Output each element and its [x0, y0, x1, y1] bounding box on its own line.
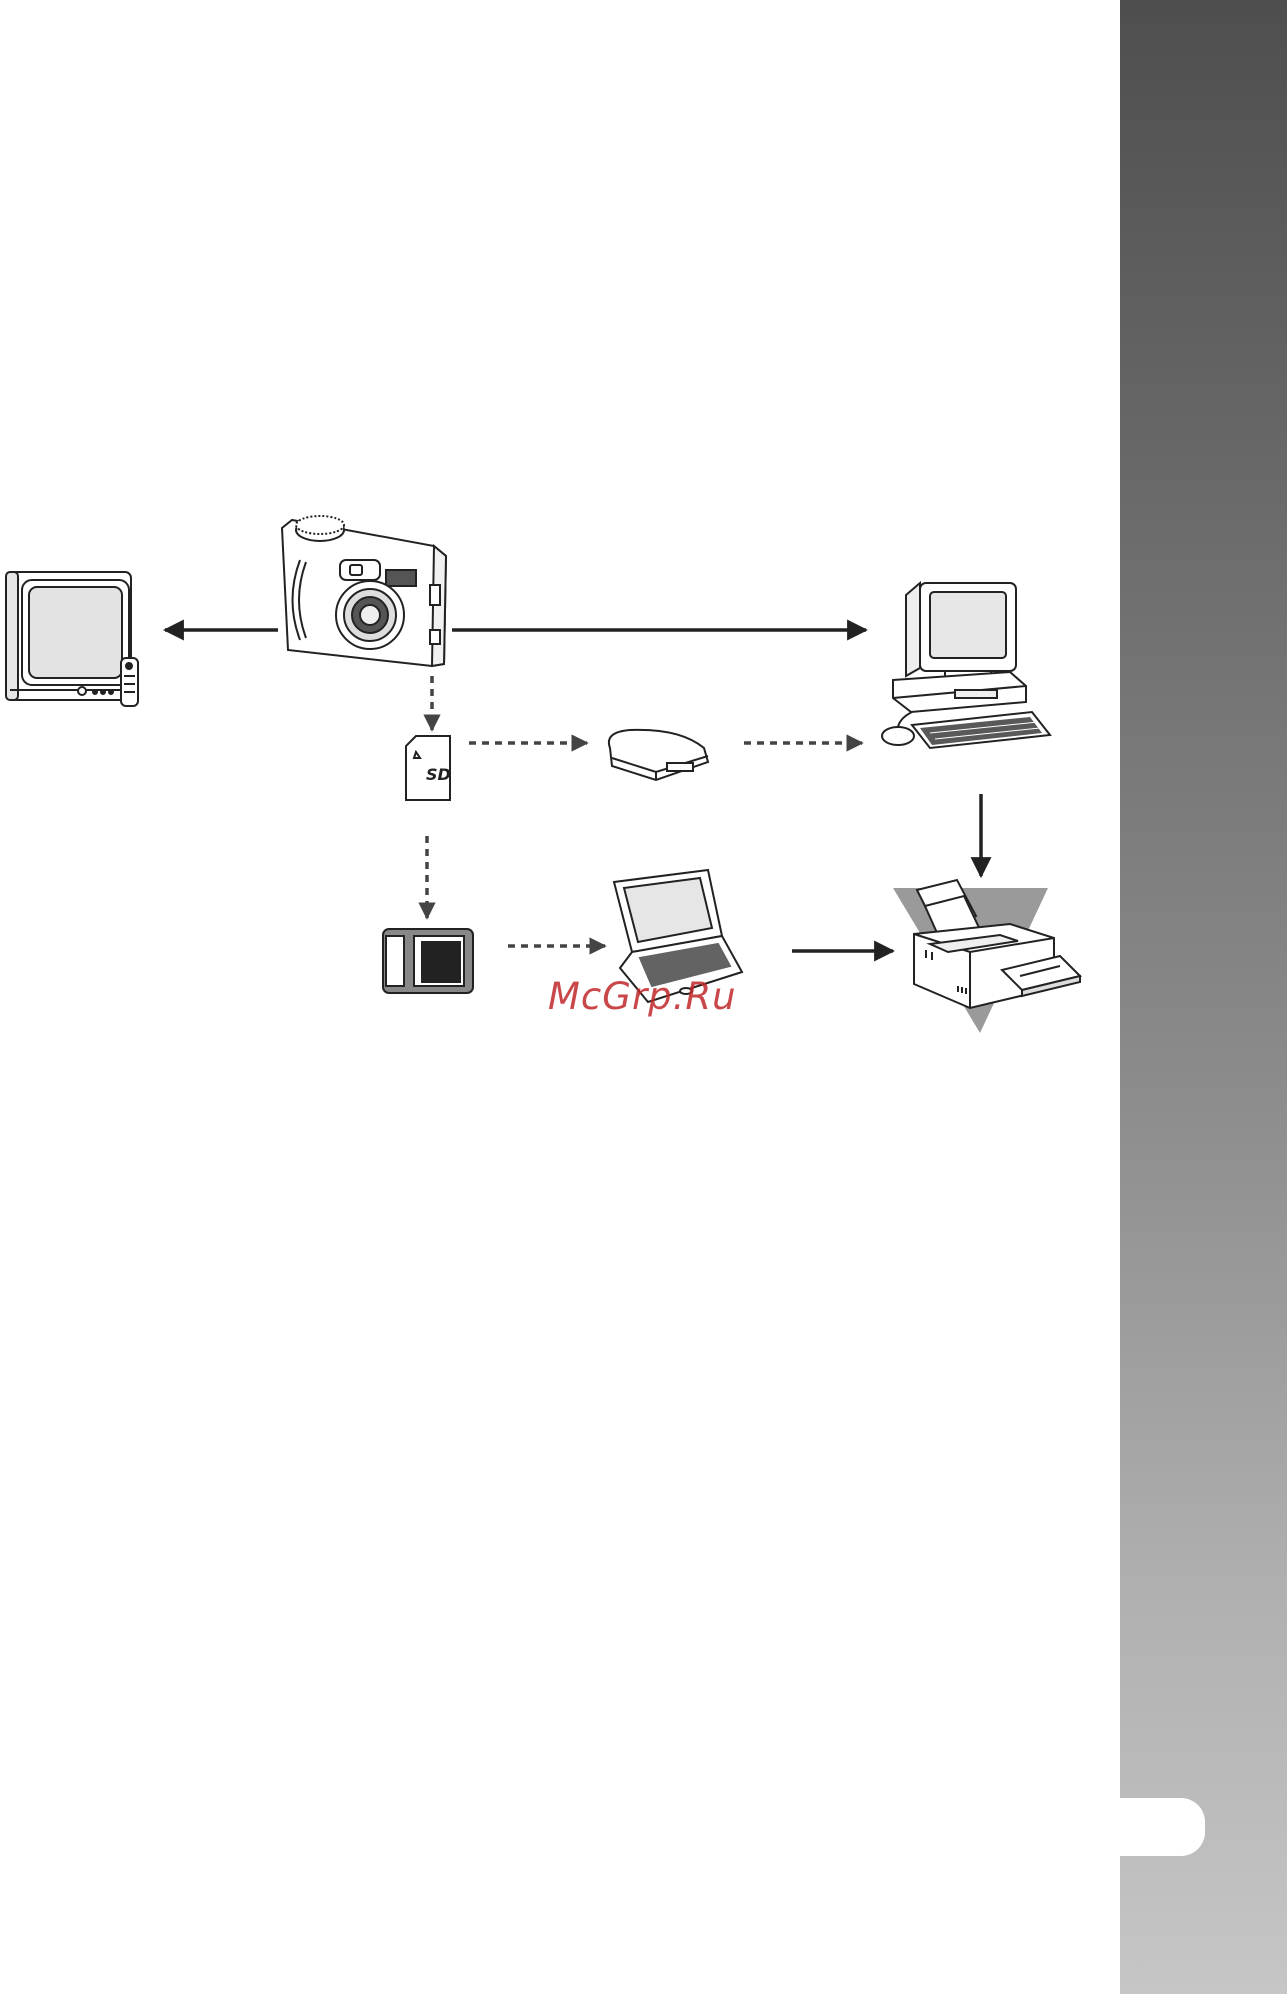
- card-reader-icon: [609, 730, 708, 780]
- television-icon: [6, 572, 138, 706]
- sd-card-icon: SD: [406, 736, 451, 800]
- camera-icon: [282, 516, 446, 666]
- pc-card-adapter-icon: [383, 929, 473, 993]
- watermark-text: McGrp.Ru: [548, 975, 737, 1018]
- printer-icon: [893, 880, 1080, 1033]
- svg-text:SD: SD: [426, 765, 451, 784]
- desktop-computer-icon: [882, 583, 1050, 748]
